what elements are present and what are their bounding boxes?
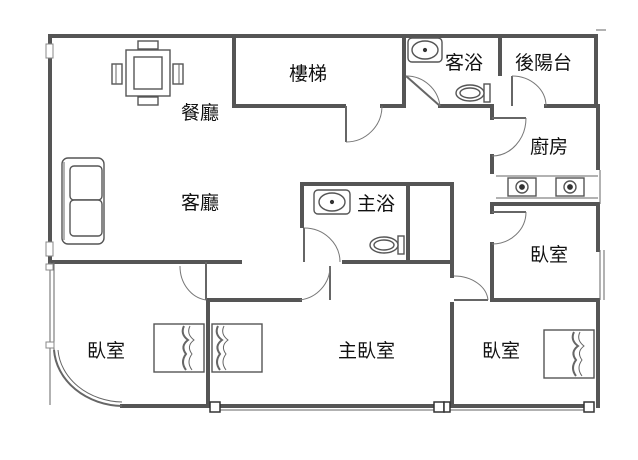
guest-toilet-icon xyxy=(455,83,491,103)
dining-table-icon xyxy=(111,40,184,106)
window-post-mid-left xyxy=(45,263,54,271)
walls xyxy=(48,34,600,411)
door-bedroom-left-arc xyxy=(179,265,207,301)
door-guest-bath xyxy=(405,75,441,107)
stove-icon xyxy=(496,175,598,199)
room-labels: 餐廳 樓梯 客浴 後陽台 廚房 客廳 主浴 臥室 臥室 主臥室 臥室 xyxy=(87,52,572,362)
door-guest-bath-arc xyxy=(405,75,441,107)
post-bottom-2 xyxy=(433,401,445,413)
guest-sink-icon xyxy=(407,37,443,63)
window-post-left xyxy=(45,241,54,257)
door-master-bedroom-arc xyxy=(299,265,331,301)
door-stairs-arc xyxy=(345,105,383,143)
post-bottom-3 xyxy=(443,401,451,413)
curved-window xyxy=(53,349,123,407)
bed-right-icon xyxy=(543,329,595,379)
bed-master-icon xyxy=(211,323,263,373)
label-kitchen: 廚房 xyxy=(530,135,568,158)
label-stairs: 樓梯 xyxy=(289,63,327,85)
label-bedroom-left: 臥室 xyxy=(87,340,125,362)
post-bottom-4 xyxy=(583,401,595,413)
label-bedroom-right-upper: 臥室 xyxy=(530,244,568,266)
label-back-balcony: 後陽台 xyxy=(515,52,572,74)
posts xyxy=(209,401,595,413)
door-bedroom-ru-arc xyxy=(491,211,527,245)
windows xyxy=(45,29,606,407)
sofa-icon xyxy=(61,157,105,245)
curved-window-inner xyxy=(57,349,123,403)
label-master-bedroom: 主臥室 xyxy=(338,340,395,362)
label-dining: 餐廳 xyxy=(181,102,219,124)
door-balcony-arc xyxy=(511,75,547,107)
master-toilet-icon xyxy=(369,235,405,255)
label-bedroom-right-lower: 臥室 xyxy=(482,340,520,362)
door-kitchen-arc xyxy=(491,117,527,157)
doors xyxy=(179,75,547,301)
door-master-bath-arc xyxy=(303,227,341,263)
post-bottom-1 xyxy=(209,401,221,413)
label-living: 客廳 xyxy=(181,192,219,214)
label-master-bath: 主浴 xyxy=(357,193,395,215)
master-sink-icon xyxy=(313,189,351,215)
bed-left-icon xyxy=(153,323,205,373)
window-post-low-left xyxy=(45,341,55,349)
window-post-top-left xyxy=(45,43,54,59)
label-guest-bath: 客浴 xyxy=(445,52,483,74)
door-bedroom-rl-arc xyxy=(453,275,489,301)
